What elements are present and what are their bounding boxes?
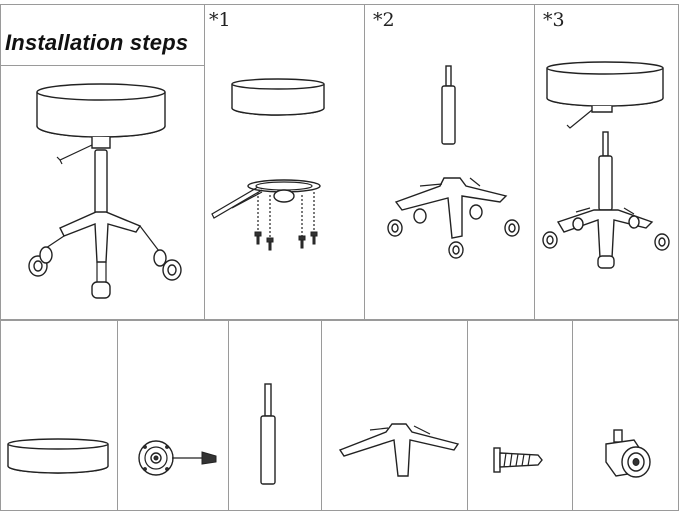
- part-seat-icon: [8, 439, 108, 473]
- part-plate-icon: [139, 441, 216, 475]
- step1-illustration: [212, 79, 324, 250]
- part-gaslift-icon: [261, 384, 275, 484]
- part-screw-icon: [494, 448, 542, 472]
- part-caster-icon: [606, 430, 650, 477]
- step3-illustration: [543, 62, 669, 268]
- step2-illustration: [388, 66, 519, 258]
- part-base-icon: [340, 424, 458, 476]
- stool-overview-illustration: [29, 84, 181, 298]
